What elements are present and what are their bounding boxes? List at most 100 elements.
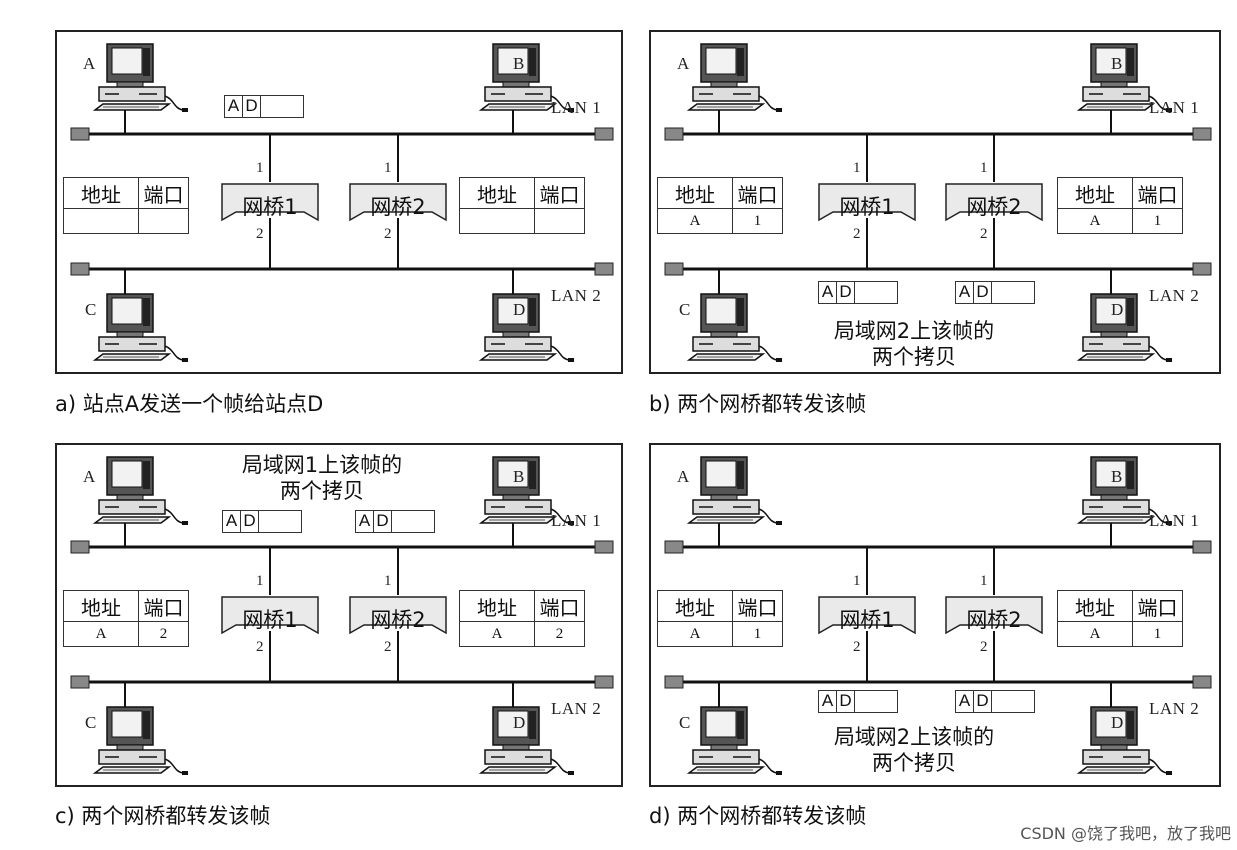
bridge-2: 网桥2 bbox=[946, 184, 1042, 224]
lan1-label: LAN 1 bbox=[551, 98, 602, 117]
terminator bbox=[594, 540, 614, 554]
bridge-1-shape bbox=[221, 596, 319, 635]
terminator bbox=[594, 675, 614, 689]
port-2-label: 2 bbox=[384, 226, 392, 242]
frame-dst: D bbox=[974, 282, 992, 303]
port-1-label: 1 bbox=[853, 573, 861, 589]
frame-payload bbox=[992, 691, 1034, 712]
bridge-1: 网桥1 bbox=[819, 597, 915, 637]
frame-src: A bbox=[225, 96, 243, 117]
host-a-computer bbox=[92, 43, 188, 112]
copies-note: 局域网2上该帧的两个拷贝 bbox=[804, 724, 1024, 776]
terminator bbox=[70, 127, 90, 141]
frame-dst: D bbox=[374, 511, 392, 532]
terminator bbox=[594, 127, 614, 141]
frame-payload bbox=[261, 96, 303, 117]
terminator bbox=[1192, 127, 1212, 141]
bridge-1: 网桥1 bbox=[222, 597, 318, 637]
address-header: 地址 bbox=[1056, 177, 1134, 209]
lan2-label: LAN 2 bbox=[551, 699, 602, 718]
port-header: 端口 bbox=[138, 177, 189, 209]
frame-payload bbox=[855, 691, 897, 712]
watermark: CSDN @饶了我吧，放了我吧 bbox=[1020, 824, 1231, 843]
host-d-label: D bbox=[1111, 713, 1124, 732]
lan2-label: LAN 2 bbox=[1149, 699, 1200, 718]
copies-note-line: 两个拷贝 bbox=[872, 345, 956, 369]
copies-note-line: 局域网1上该帧的 bbox=[241, 453, 403, 477]
address-value: A bbox=[62, 621, 140, 647]
host-a-computer bbox=[686, 43, 782, 112]
address-value bbox=[62, 208, 140, 234]
host-a-label: A bbox=[83, 54, 96, 73]
bridge-1-label: 网桥1 bbox=[242, 195, 298, 219]
bridge-2: 网桥2 bbox=[946, 597, 1042, 637]
bridge-2-shape bbox=[349, 596, 447, 635]
frame-payload bbox=[259, 511, 301, 532]
network-diagram bbox=[664, 43, 1212, 362]
frame-payload bbox=[855, 282, 897, 303]
bridge-1: 网桥1 bbox=[222, 184, 318, 224]
caption-c: c) 两个网桥都转发该帧 bbox=[55, 804, 271, 828]
terminator bbox=[664, 540, 684, 554]
bridge-2-label: 网桥2 bbox=[966, 608, 1022, 632]
lan2-label: LAN 2 bbox=[1149, 286, 1200, 305]
bridge-2-shape bbox=[349, 183, 447, 222]
port-1-label: 1 bbox=[256, 573, 264, 589]
bridge-1-label: 网桥1 bbox=[242, 608, 298, 632]
bridge-2-label: 网桥2 bbox=[370, 195, 426, 219]
address-header: 地址 bbox=[656, 177, 734, 209]
port-value bbox=[534, 208, 585, 234]
port-header: 端口 bbox=[732, 590, 783, 622]
port-header: 端口 bbox=[1132, 590, 1183, 622]
port-value: 1 bbox=[732, 208, 783, 234]
host-c-computer bbox=[92, 293, 188, 362]
host-a-label: A bbox=[677, 54, 690, 73]
lan2-label: LAN 2 bbox=[551, 286, 602, 305]
port-value bbox=[138, 208, 189, 234]
host-b-label: B bbox=[513, 467, 525, 486]
host-d-computer bbox=[1076, 293, 1172, 362]
host-b-computer bbox=[1076, 456, 1172, 525]
address-header: 地址 bbox=[62, 177, 140, 209]
bridge-2: 网桥2 bbox=[350, 184, 446, 224]
terminator bbox=[1192, 675, 1212, 689]
lan1-label: LAN 1 bbox=[551, 511, 602, 530]
port-header: 端口 bbox=[732, 177, 783, 209]
terminator bbox=[664, 262, 684, 276]
port-value: 1 bbox=[1132, 621, 1183, 647]
frame-payload bbox=[392, 511, 434, 532]
copies-note: 局域网2上该帧的两个拷贝 bbox=[804, 318, 1024, 370]
terminator bbox=[594, 262, 614, 276]
network-diagram bbox=[70, 456, 614, 775]
frame-src: A bbox=[819, 691, 837, 712]
bridge-2: 网桥2 bbox=[350, 597, 446, 637]
bridge-1-shape bbox=[818, 183, 916, 222]
host-c-computer bbox=[686, 706, 782, 775]
port-2-label: 2 bbox=[256, 226, 264, 242]
host-b-computer bbox=[478, 456, 574, 525]
frame-dst: D bbox=[243, 96, 261, 117]
frame-src: A bbox=[223, 511, 241, 532]
frame-src: A bbox=[956, 691, 974, 712]
bridge-2-label: 网桥2 bbox=[966, 195, 1022, 219]
caption-b: b) 两个网桥都转发该帧 bbox=[649, 392, 867, 416]
port-2-label: 2 bbox=[853, 639, 861, 655]
frame-src: A bbox=[956, 282, 974, 303]
host-a-computer bbox=[92, 456, 188, 525]
host-c-label: C bbox=[679, 713, 691, 732]
host-a-label: A bbox=[677, 467, 690, 486]
host-d-label: D bbox=[513, 713, 526, 732]
address-header: 地址 bbox=[656, 590, 734, 622]
address-header: 地址 bbox=[62, 590, 140, 622]
bridge-1: 网桥1 bbox=[819, 184, 915, 224]
address-value bbox=[458, 208, 536, 234]
